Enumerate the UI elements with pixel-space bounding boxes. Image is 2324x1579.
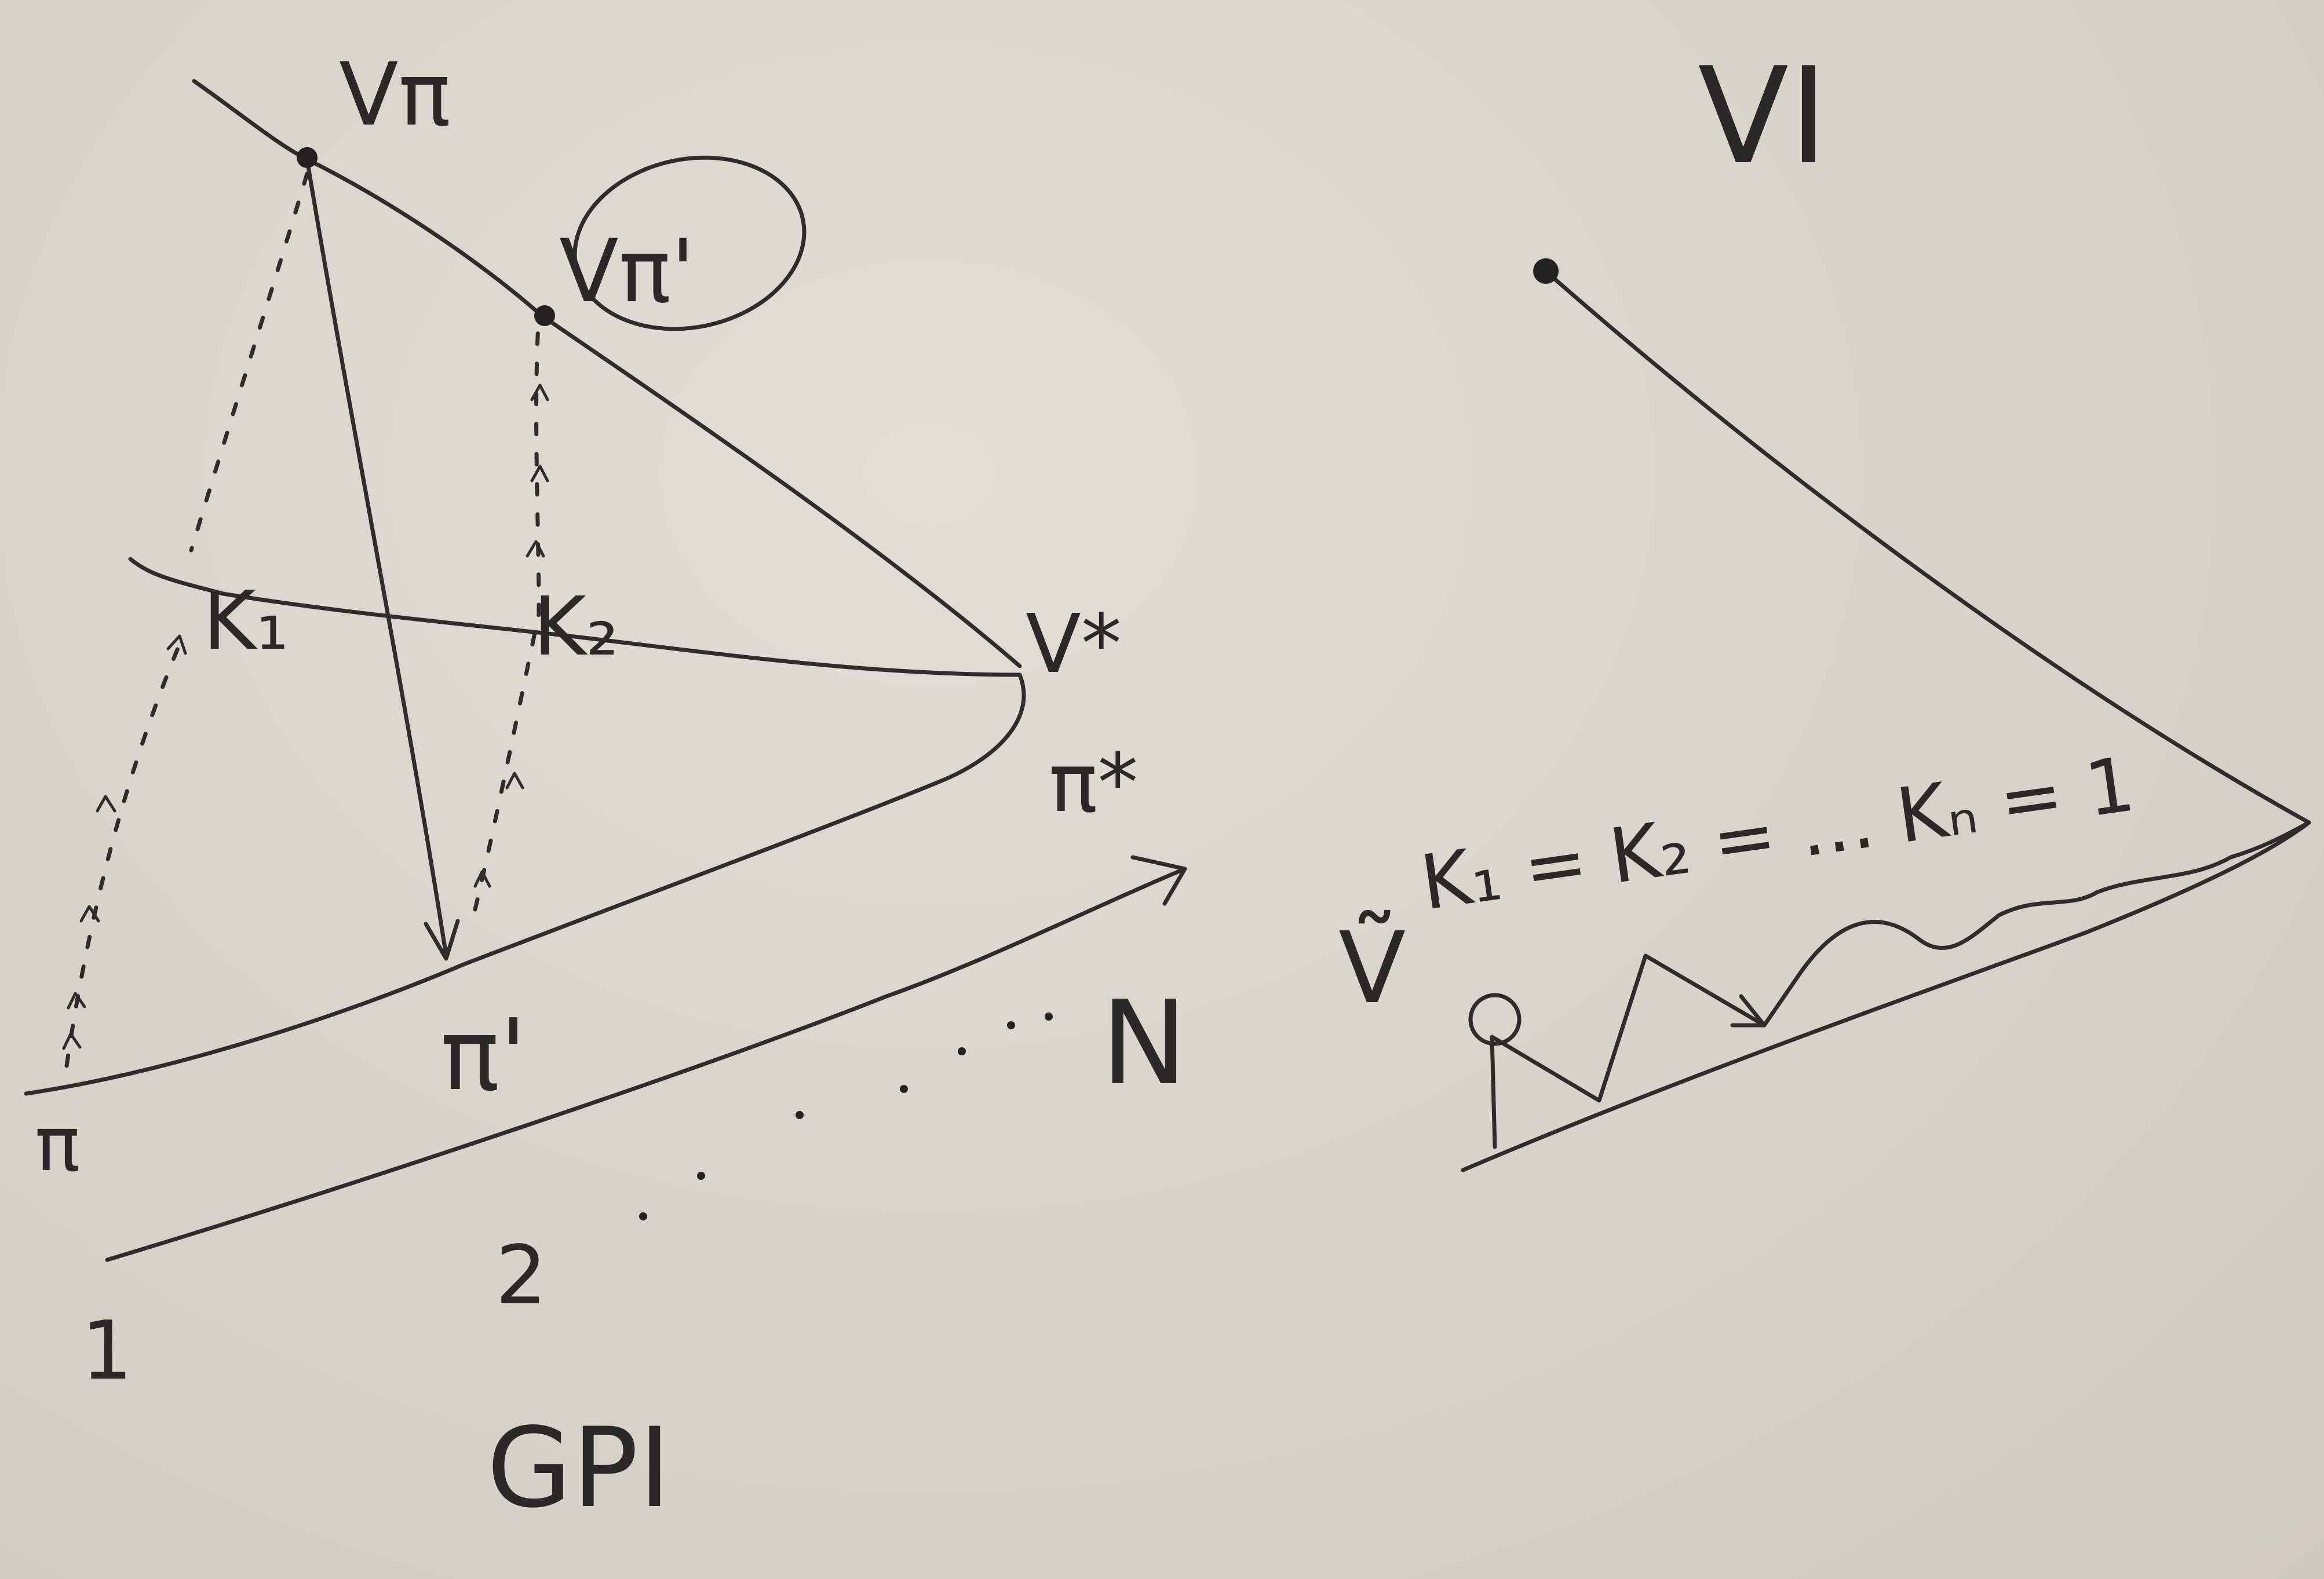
dash-arrowhead-3: [526, 540, 545, 558]
v-pi-prime-point: [534, 305, 555, 326]
vi-start-circle: [1468, 993, 1522, 1046]
pi-prime-to-vpi-prime-dashed: [473, 313, 541, 912]
vi-zigzag-arrowhead: [1730, 994, 1767, 1028]
axis-dot-5: [958, 1047, 966, 1055]
vpi-to-pi-prime-arrow: [305, 157, 448, 958]
axis-dot-6: [1007, 1021, 1015, 1029]
label-k2: K₂: [533, 580, 619, 674]
label-v-star: V*: [1026, 597, 1122, 692]
value-curve: [192, 79, 1022, 668]
v-pi-point: [297, 147, 318, 168]
vpi-to-pi-prime-arrowhead: [424, 919, 460, 961]
vi-zigzag: [1490, 820, 2311, 1149]
k-curve: [128, 557, 1022, 677]
axis-dot-4: [900, 1085, 908, 1093]
dash-arrowhead-2: [530, 465, 549, 483]
gpi-diagram: Vπ Vπ' V* π* K₁ K₂ π π' N 1 2 GPI: [24, 45, 1188, 1532]
label-k-equation: K₁ = K₂ = … Kₙ = 1: [1415, 740, 2140, 927]
axis-dot-7: [1045, 1013, 1053, 1021]
iteration-axis-arrowhead: [1130, 855, 1187, 906]
pi-to-k1-dashed: [64, 635, 185, 1068]
label-vi: VI: [1698, 39, 1828, 194]
vpi-to-k1-dashed: [189, 171, 309, 553]
label-pi-start: π: [35, 1100, 80, 1188]
label-v-pi-prime: Vπ': [559, 221, 695, 322]
pi-arrowhead-4: [96, 795, 116, 813]
v-pi-prime-circle: [572, 155, 807, 331]
axis-dot-3: [796, 1111, 804, 1119]
vi-diagram: VI Ṽ K₁ = K₂ = … Kₙ = 1: [1338, 39, 2311, 1172]
dash-arrowhead-4: [505, 772, 524, 790]
iteration-axis: [105, 867, 1187, 1262]
vi-start-point: [1533, 258, 1559, 284]
label-n: N: [1101, 976, 1188, 1111]
vi-lower-line: [1461, 820, 2311, 1172]
label-v-pi: Vπ: [339, 45, 451, 145]
axis-dot-2: [697, 1172, 705, 1180]
dash-arrowhead-1: [530, 383, 549, 401]
label-v-tilde: Ṽ: [1338, 910, 1406, 1026]
policy-curve: [24, 672, 1026, 1096]
label-k1: K₁: [203, 574, 289, 668]
vi-upper-line: [1545, 270, 2311, 825]
gpi-caption: GPI: [487, 1404, 671, 1532]
label-pi-prime: π': [440, 998, 527, 1113]
axis-dot-1: [639, 1212, 647, 1220]
pi-arrowhead-1: [62, 1032, 82, 1050]
pi-arrowhead-5: [166, 634, 187, 655]
axis-tick-2: 2: [495, 1229, 547, 1323]
label-pi-star: π*: [1049, 736, 1138, 831]
dash-arrowhead-5: [473, 870, 491, 888]
pi-arrowhead-3: [79, 905, 100, 923]
pi-arrowhead-2: [67, 992, 86, 1010]
axis-tick-1: 1: [81, 1304, 133, 1398]
